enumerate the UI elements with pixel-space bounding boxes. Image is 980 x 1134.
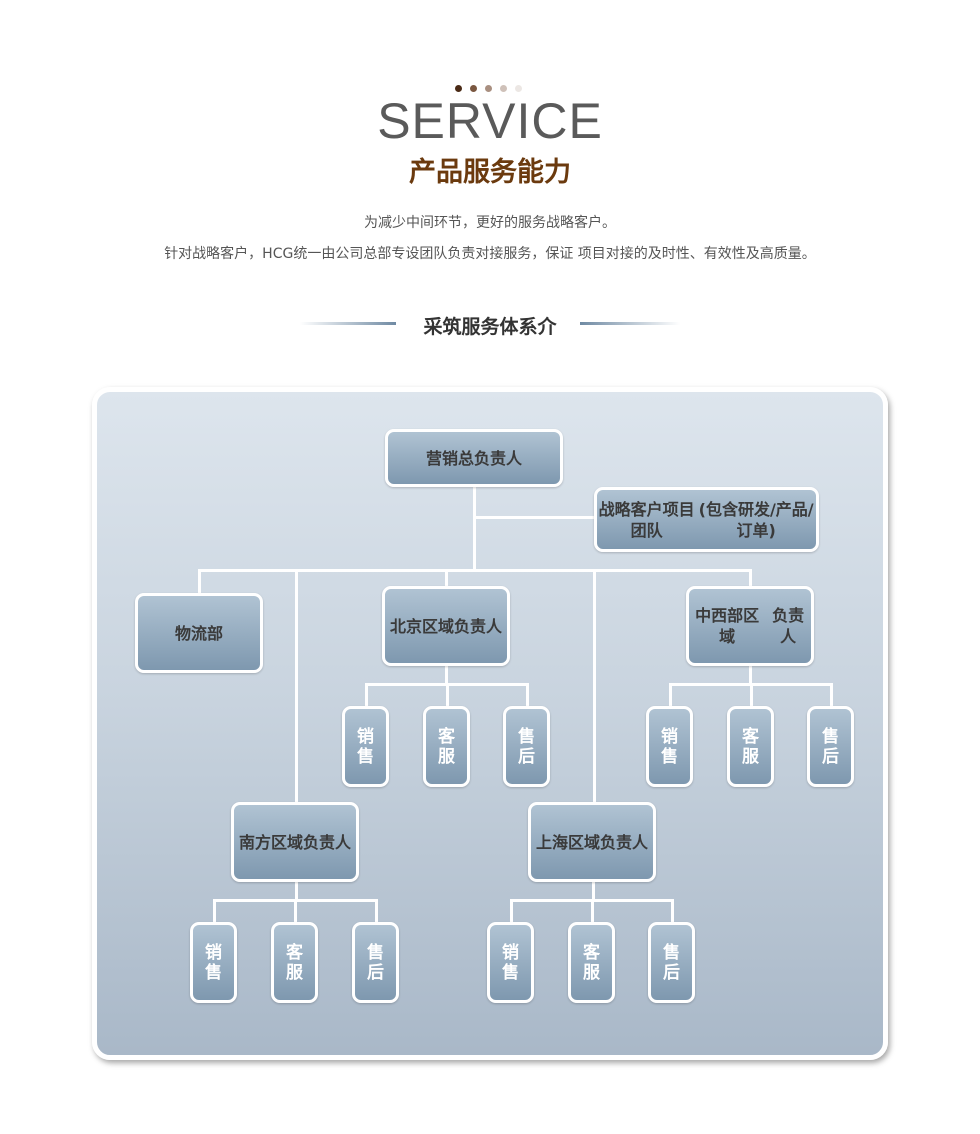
dot-icon — [485, 85, 492, 92]
node-south-sub: 客服 — [271, 922, 318, 1003]
node-label: 上海区域 — [535, 832, 600, 852]
connector-line — [445, 666, 448, 685]
dot-icon — [515, 85, 522, 92]
node-label: 销售 — [205, 942, 222, 983]
node-label: 中西部区域 — [695, 606, 760, 646]
connector-line — [750, 683, 753, 706]
node-beijing-sub: 售后 — [503, 706, 550, 787]
node-shanghai-sub: 客服 — [568, 922, 615, 1003]
node-strategy: 战略客户项目团队(包含研发/产品/订单) — [594, 487, 819, 552]
node-label: 负责人 — [454, 616, 503, 636]
connector-line — [365, 683, 368, 706]
connector-line — [593, 569, 596, 804]
section-title: 采筑服务体系介 — [423, 316, 557, 338]
connector-line — [446, 683, 449, 706]
connector-line — [213, 899, 216, 922]
node-top: 营销总负责人 — [385, 429, 563, 487]
node-beijing-sub: 销售 — [342, 706, 389, 787]
node-midwest-sub: 售后 — [807, 706, 854, 787]
node-label: 南方区域 — [238, 832, 303, 852]
connector-line — [526, 683, 529, 706]
connector-line — [749, 569, 752, 588]
node-region-midwest: 中西部区域负责人 — [686, 586, 814, 666]
node-label: 客服 — [583, 942, 600, 983]
node-label: 客服 — [286, 942, 303, 983]
node-south-sub: 销售 — [190, 922, 237, 1003]
node-region-beijing: 北京区域负责人 — [382, 586, 510, 666]
node-label: 售后 — [518, 726, 535, 767]
connector-line — [510, 899, 513, 922]
description-line-2: 针对战略客户，HCG统一由公司总部专设团队负责对接服务，保证 项目对接的及时性、… — [164, 246, 816, 262]
connector-line — [591, 899, 594, 922]
node-label: 销售 — [357, 726, 374, 767]
divider-right — [580, 322, 680, 325]
connector-line — [375, 899, 378, 922]
connector-line — [830, 683, 833, 706]
node-shanghai-sub: 售后 — [648, 922, 695, 1003]
connector-line — [295, 882, 298, 901]
dot-icon — [470, 85, 477, 92]
node-label: 客服 — [742, 726, 759, 767]
node-midwest-sub: 销售 — [646, 706, 693, 787]
node-shanghai-sub: 销售 — [487, 922, 534, 1003]
connector-line — [669, 683, 672, 706]
node-label: 营销总负责人 — [425, 448, 522, 468]
node-label: 销售 — [661, 726, 678, 767]
connector-line — [445, 569, 448, 588]
connector-line — [473, 486, 476, 572]
node-label: 售后 — [822, 726, 839, 767]
node-label: (包含研发/产品/订单) — [698, 499, 814, 540]
node-label: 负责人 — [600, 832, 649, 852]
node-region-shanghai: 上海区域负责人 — [528, 802, 656, 882]
node-logistics: 物流部 — [135, 593, 263, 673]
connector-line — [671, 899, 674, 922]
connector-line — [294, 899, 297, 922]
decorative-dots — [455, 85, 522, 92]
node-label: 战略客户项目团队 — [598, 499, 695, 540]
connector-line — [749, 666, 752, 685]
node-label: 客服 — [438, 726, 455, 767]
node-label: 负责人 — [303, 832, 352, 852]
dot-icon — [455, 85, 462, 92]
node-label: 售后 — [367, 942, 384, 983]
connector-line — [474, 516, 596, 519]
node-label: 物流部 — [174, 623, 223, 643]
node-beijing-sub: 客服 — [423, 706, 470, 787]
node-midwest-sub: 客服 — [727, 706, 774, 787]
page-title: 产品服务能力 — [409, 157, 571, 188]
node-label: 北京区域 — [389, 616, 454, 636]
connector-line — [198, 569, 752, 572]
connector-line — [198, 569, 201, 596]
node-south-sub: 售后 — [352, 922, 399, 1003]
node-label: 销售 — [502, 942, 519, 983]
service-heading: SERVICE — [377, 93, 603, 149]
node-label: 负责人 — [772, 606, 805, 646]
description-line-1: 为减少中间环节，更好的服务战略客户。 — [364, 215, 616, 231]
connector-line — [295, 569, 298, 804]
dot-icon — [500, 85, 507, 92]
node-label: 售后 — [663, 942, 680, 983]
node-region-south: 南方区域负责人 — [231, 802, 359, 882]
divider-left — [300, 322, 396, 325]
connector-line — [592, 882, 595, 901]
